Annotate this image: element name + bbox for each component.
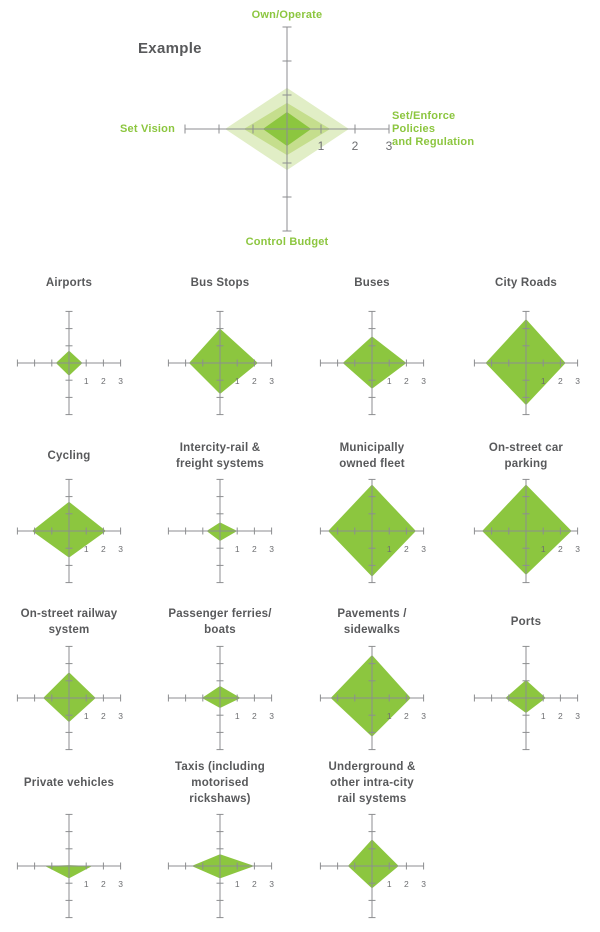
chart-title-ferries: Passenger ferries/ boats [168,608,272,636]
example-radar-svg: 1 2 3 [184,26,393,232]
radar-svg-ports: 1 2 3 [473,645,580,751]
svg-text:2: 2 [404,544,409,554]
svg-text:3: 3 [421,711,426,721]
svg-text:3: 3 [269,711,274,721]
svg-text:2: 2 [252,376,257,386]
mini-chart-buses: 1 2 3 [308,305,436,429]
svg-text:1: 1 [541,711,546,721]
svg-text:3: 3 [118,879,123,889]
mini-chart-underground: 1 2 3 [308,808,436,932]
svg-text:1: 1 [235,376,240,386]
radar-svg-on-street-parking: 1 2 3 [473,478,580,584]
chart-title-ports: Ports [510,616,542,628]
radar-svg-taxis: 1 2 3 [167,813,274,919]
svg-text:3: 3 [269,879,274,889]
svg-text:3: 3 [421,879,426,889]
svg-text:2: 2 [558,544,563,554]
svg-text:1: 1 [235,711,240,721]
svg-text:1: 1 [84,544,89,554]
radar-svg-city-roads: 1 2 3 [473,310,580,416]
radar-svg-private-vehicles: 1 2 3 [16,813,123,919]
radar-svg-cycling: 1 2 3 [16,478,123,584]
svg-text:1: 1 [84,711,89,721]
svg-text:3: 3 [386,139,393,153]
svg-text:3: 3 [421,376,426,386]
svg-text:1: 1 [235,544,240,554]
example-axis-label-set-vision: Set Vision [120,123,175,135]
chart-title-airports: Airports [45,277,93,289]
radar-svg-municipal-fleet: 1 2 3 [319,478,426,584]
svg-text:2: 2 [101,376,106,386]
radar-svg-bus-stops: 1 2 3 [167,310,274,416]
svg-text:1: 1 [387,544,392,554]
chart-title-buses: Buses [354,277,390,289]
mini-chart-bus-stops: 1 2 3 [156,305,284,429]
svg-text:3: 3 [575,376,580,386]
chart-title-intercity-rail: Intercity-rail & freight systems [175,442,264,470]
radar-svg-on-street-railway: 1 2 3 [16,645,123,751]
svg-text:1: 1 [84,376,89,386]
svg-text:2: 2 [101,544,106,554]
mini-chart-ferries: 1 2 3 [156,640,284,764]
chart-title-on-street-parking: On-street car parking [488,442,564,470]
chart-title-on-street-railway: On-street railway system [20,608,118,636]
svg-text:3: 3 [269,376,274,386]
svg-text:2: 2 [404,711,409,721]
svg-text:3: 3 [269,544,274,554]
radar-svg-buses: 1 2 3 [319,310,426,416]
svg-text:1: 1 [541,376,546,386]
svg-text:1: 1 [387,376,392,386]
example-title: Example [138,40,202,57]
example-axis-label-own-operate: Own/Operate [251,9,323,21]
radar-svg-pavements: 1 2 3 [319,645,426,751]
svg-text:1: 1 [387,879,392,889]
svg-text:3: 3 [118,544,123,554]
chart-title-underground: Underground & other intra-city rail syst… [328,761,416,805]
chart-title-taxis: Taxis (including motorised rickshaws) [175,761,265,805]
mini-chart-private-vehicles: 1 2 3 [5,808,133,932]
radar-svg-ferries: 1 2 3 [167,645,274,751]
mini-chart-taxis: 1 2 3 [156,808,284,932]
chart-title-pavements: Pavements / sidewalks [337,608,407,636]
svg-text:1: 1 [318,139,325,153]
chart-title-cycling: Cycling [47,450,91,462]
svg-text:2: 2 [352,139,359,153]
chart-title-municipal-fleet: Municipally owned fleet [339,442,405,470]
svg-text:2: 2 [101,711,106,721]
radar-svg-intercity-rail: 1 2 3 [167,478,274,584]
example-axis-label-policies-regulation: Set/Enforce Policies and Regulation [392,110,475,148]
svg-text:3: 3 [118,376,123,386]
mini-chart-on-street-railway: 1 2 3 [5,640,133,764]
mini-chart-cycling: 1 2 3 [5,473,133,597]
radar-svg-airports: 1 2 3 [16,310,123,416]
svg-text:2: 2 [404,879,409,889]
svg-text:2: 2 [101,879,106,889]
svg-text:3: 3 [575,544,580,554]
svg-text:3: 3 [118,711,123,721]
svg-text:3: 3 [575,711,580,721]
chart-title-private-vehicles: Private vehicles [23,777,115,789]
mini-chart-ports: 1 2 3 [462,640,590,764]
svg-text:2: 2 [252,711,257,721]
mini-chart-pavements: 1 2 3 [308,640,436,764]
svg-text:1: 1 [541,544,546,554]
svg-text:2: 2 [404,376,409,386]
svg-text:2: 2 [252,544,257,554]
svg-text:2: 2 [558,711,563,721]
svg-text:2: 2 [558,376,563,386]
radar-svg-underground: 1 2 3 [319,813,426,919]
mini-chart-on-street-parking: 1 2 3 [462,473,590,597]
mini-chart-municipal-fleet: 1 2 3 [308,473,436,597]
svg-text:1: 1 [387,711,392,721]
svg-text:1: 1 [84,879,89,889]
mini-chart-intercity-rail: 1 2 3 [156,473,284,597]
mini-chart-airports: 1 2 3 [5,305,133,429]
svg-text:3: 3 [421,544,426,554]
example-axis-label-control-budget: Control Budget [245,236,329,248]
svg-text:2: 2 [252,879,257,889]
chart-title-bus-stops: Bus Stops [190,277,250,289]
chart-title-city-roads: City Roads [494,277,558,289]
svg-text:1: 1 [235,879,240,889]
mini-chart-city-roads: 1 2 3 [462,305,590,429]
